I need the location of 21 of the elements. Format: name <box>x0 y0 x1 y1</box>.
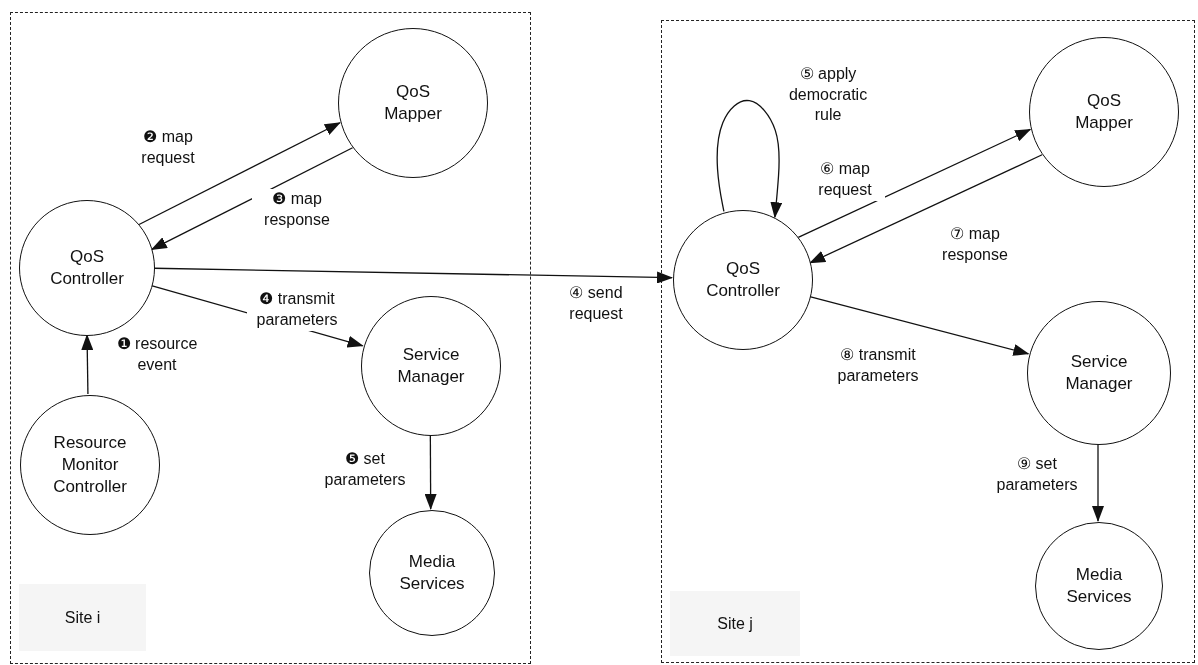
node-label: QoS Mapper <box>383 80 443 125</box>
arrow <box>809 296 1030 356</box>
site-label: Site j <box>670 591 800 656</box>
arrow <box>1092 443 1104 522</box>
arrow <box>138 122 341 226</box>
node-label: QoS Mapper <box>1074 89 1134 134</box>
arrow <box>153 267 673 284</box>
site-label: Site i <box>19 584 146 651</box>
arrow <box>150 147 354 251</box>
node-label: QoS Controller <box>705 257 781 302</box>
arrow <box>81 334 94 395</box>
node-label: Media Services <box>1065 563 1133 608</box>
arrow <box>424 434 437 510</box>
self-loop-arrow <box>716 99 783 219</box>
node-label: Media Services <box>398 550 466 595</box>
arrow <box>797 128 1032 238</box>
node-label: Service Manager <box>396 343 466 388</box>
node-label: Resource Monitor Controller <box>52 431 128 499</box>
node-label: QoS Controller <box>49 245 125 290</box>
node-label: Service Manager <box>1064 350 1134 395</box>
arrow <box>809 154 1043 264</box>
